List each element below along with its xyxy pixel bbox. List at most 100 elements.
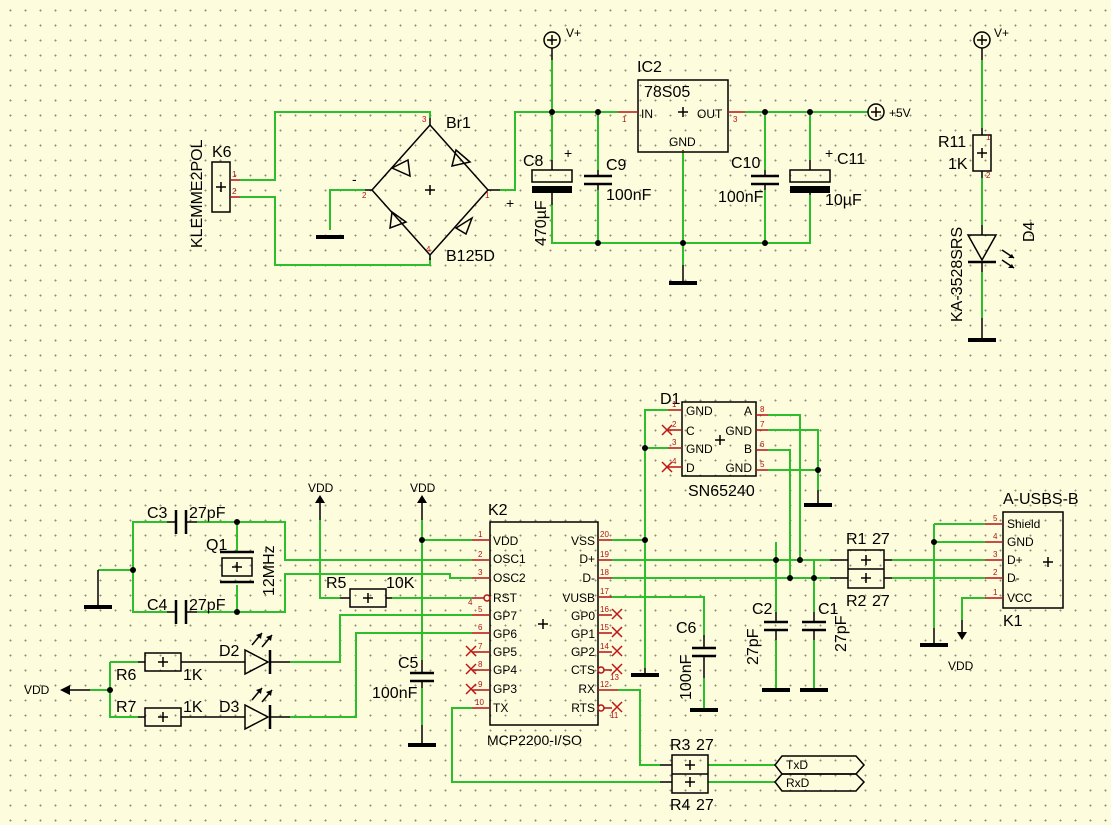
rxd-net-label: RxD [774,773,866,792]
supply-symbol-5v: +5V [867,103,911,121]
k1-name: K1 [1003,613,1023,630]
c6-value: 100nF [678,654,695,700]
d1-pin-label: B [744,442,752,456]
c6-name: C6 [676,620,697,637]
k1-pin-label: D+ [1007,553,1023,567]
vdd-label-2: VDD [410,481,436,495]
c8-name: C8 [523,153,544,170]
q1-name: Q1 [206,537,227,554]
r4-value: 27 [696,797,714,814]
vdd-symbol-3: VDD [24,683,90,697]
ic2-pin-out: OUT [697,107,723,121]
d4-led: D4 KA-3528SRS [949,221,1038,322]
svg-text:11: 11 [610,711,619,720]
k6-terminal-block: 1 2 K6 KLEMME2POL [189,139,240,248]
r7-value: 1K [183,699,203,716]
c4-capacitor: C4 27pF [147,597,226,624]
k2-pin-label: OSC1 [493,552,526,566]
k2-no-connect-marks [465,608,623,713]
k2-pin-label: VDD [493,534,519,548]
k2-pin-stubs [472,539,618,712]
r2-value: 27 [872,593,890,610]
c9-capacitor: C9 100nF [584,157,652,204]
vdd-symbol-1: VDD [308,481,334,520]
r11-value: 1K [948,156,968,173]
k1-usb-b-connector: A-USBS-B K1 Shield GND D+ D- VCC 54 32 1 [985,491,1079,630]
svg-text:5: 5 [478,605,483,614]
d3-led: D3 [200,687,290,731]
d1-pin-label: GND [686,404,713,418]
svg-text:2: 2 [362,191,367,200]
k2-pin-label: RTS [571,701,595,715]
k2-value: MCP2200-I/SO [487,732,582,748]
k1-pin-label: GND [1007,535,1034,549]
supply-junctions [549,109,813,246]
svg-text:8: 8 [478,660,483,669]
svg-text:2: 2 [232,187,237,196]
k2-pin-label: TX [493,701,508,715]
c3-value: 27pF [189,505,226,522]
svg-text:20: 20 [600,530,609,539]
r5-name: R5 [326,575,347,592]
k1-value: A-USBS-B [1003,491,1079,508]
r1-r2-resistor-pair: R1 27 R2 27 [830,531,892,610]
k2-pin-label: D+ [579,552,595,566]
br1-bridge-rectifier: - + 3 2 1 4 Br1 B125D [352,115,514,265]
svg-text:+: + [825,145,833,161]
r2-name: R2 [846,593,867,610]
c11-capacitor: + C11 10µF [789,145,865,209]
r5-resistor: R5 10K [326,575,415,608]
c10-name: C10 [731,155,760,172]
br1-name: Br1 [446,115,471,132]
power-supply-section: V+ V+ +5V 1 2 K6 KLEMME2POL [189,26,1038,342]
plus5v-label: +5V [889,106,911,120]
svg-text:12: 12 [600,680,609,689]
r1-name: R1 [846,531,867,548]
ic2-value: 78S05 [644,84,690,101]
svg-text:1: 1 [993,588,998,597]
vdd-symbol-2: VDD [410,481,436,520]
usb-interface-section: VDD VDD VDD VDD C3 27pF C4 27pF [24,391,1079,814]
c2-value: 27pF [745,628,762,665]
svg-text:3: 3 [478,568,483,577]
svg-text:18: 18 [600,568,609,577]
svg-text:7: 7 [478,642,483,651]
c2-name: C2 [752,601,773,618]
c5-value: 100nF [372,685,418,702]
r6-resistor: R6 1K [116,652,203,684]
c3-name: C3 [147,505,168,522]
k6-value: KLEMME2POL [189,139,206,248]
d4-name: D4 [1021,221,1038,242]
d2-name: D2 [219,643,240,660]
svg-text:10: 10 [475,698,484,707]
r6-name: R6 [116,667,137,684]
k2-left-pin-labels: VDD OSC1 OSC2 RST GP7 GP6 GP5 GP4 GP3 TX [493,534,526,715]
svg-text:5: 5 [760,460,765,469]
k2-pin-label: D- [582,571,595,585]
c5-capacitor: C5 100nF [372,655,434,702]
q1-crystal: Q1 12MHz [206,537,278,596]
r11-resistor: 1 2 R11 1K [938,128,992,180]
k2-pin-label: RX [578,682,595,696]
k2-pin-label: GP3 [493,682,517,696]
c1-capacitor: C1 27pF [802,601,850,652]
svg-text:5: 5 [993,514,998,523]
k2-mcp2200-chip: K2 MCP2200-I/SO VDD OSC1 OSC2 RST GP7 GP… [465,502,623,748]
svg-text:-: - [352,171,357,187]
c8-value: 470µF [533,200,550,246]
d1-value: SN65240 [688,483,755,500]
svg-text:1: 1 [232,170,237,179]
c10-value: 100nF [718,189,764,206]
r5-value: 10K [386,575,415,592]
c1-value: 27pF [833,615,850,652]
c4-name: C4 [147,597,168,614]
svg-text:1: 1 [622,115,627,124]
svg-text:15: 15 [600,623,609,632]
r7-resistor: R7 1K [116,699,203,727]
vdd-label-3: VDD [24,683,50,697]
svg-text:3: 3 [733,115,738,124]
q1-value: 12MHz [261,545,278,596]
d1-pin-label: GND [725,461,752,475]
svg-text:8: 8 [760,405,765,414]
